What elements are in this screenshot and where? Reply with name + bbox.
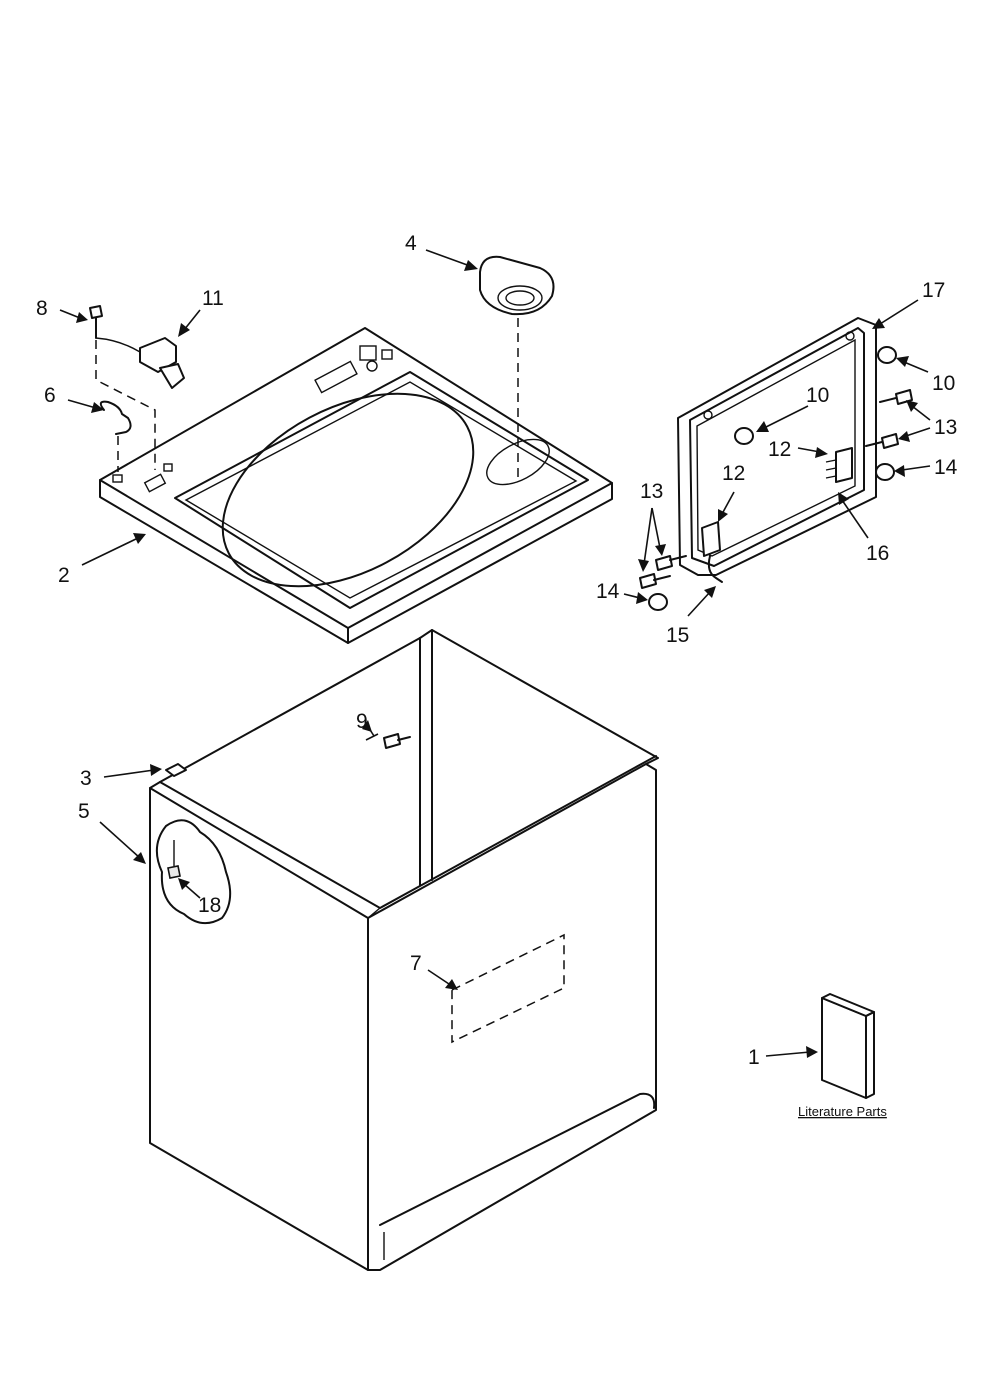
callout-14-left: 14 (596, 580, 620, 603)
callout-9: 9 (356, 710, 368, 733)
leader-lines (59, 249, 931, 1058)
callout-1: 1 (748, 1046, 760, 1069)
callout-labels: 1 2 3 4 5 6 7 8 9 10 10 11 12 12 13 13 1… (36, 232, 958, 1119)
callout-4: 4 (405, 232, 417, 255)
callout-13-right: 13 (934, 416, 957, 439)
literature-parts-label: Literature Parts (798, 1104, 887, 1119)
callout-12-left: 12 (722, 462, 745, 485)
callout-10-inner: 10 (806, 384, 829, 407)
callout-13-left: 13 (640, 480, 663, 503)
callout-5: 5 (78, 800, 90, 823)
callout-15: 15 (666, 624, 689, 647)
callout-14-right: 14 (934, 456, 958, 479)
literature-booklet (821, 993, 875, 1099)
callout-18: 18 (198, 894, 221, 917)
callout-10-top: 10 (932, 372, 955, 395)
lid-frame (677, 317, 877, 583)
callout-3: 3 (80, 767, 92, 790)
callout-6: 6 (44, 384, 56, 407)
callout-8: 8 (36, 297, 48, 320)
callout-7: 7 (410, 952, 422, 975)
callout-17: 17 (922, 279, 945, 302)
top-panel (99, 327, 613, 644)
callout-11: 11 (202, 287, 224, 310)
callout-12-right: 12 (768, 438, 791, 461)
dispenser-cup (479, 255, 555, 478)
lid-fasteners (639, 346, 913, 611)
cabinet (149, 629, 659, 1271)
callout-16: 16 (866, 542, 889, 565)
callout-2: 2 (58, 564, 70, 587)
lid-switch-assembly (89, 305, 185, 472)
